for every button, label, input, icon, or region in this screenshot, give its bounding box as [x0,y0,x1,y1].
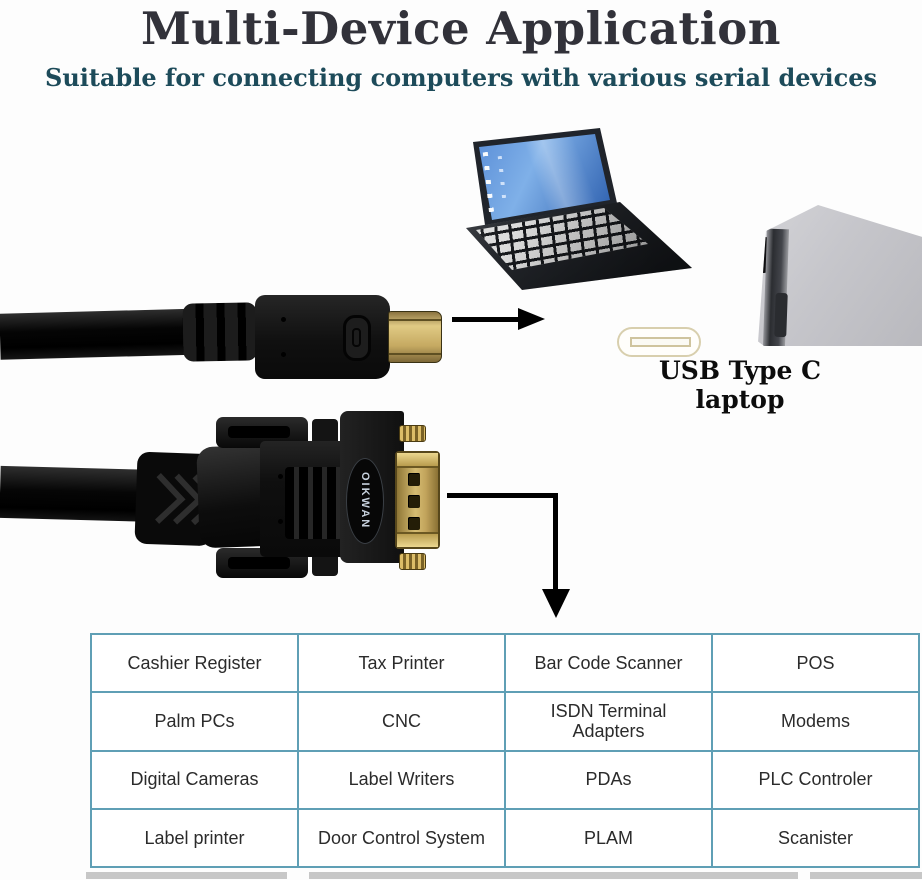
plug-rim [397,453,438,468]
table-cell: Bar Code Scanner [506,635,711,692]
table-cell: Tax Printer [299,635,504,692]
table-cell: Scanister [713,809,918,866]
page-title: Multi-Device Application [141,2,781,55]
table-cell: Label Writers [299,751,504,808]
db9-pin [408,495,420,508]
mold-dot [281,317,286,322]
cropped-strip [309,872,798,879]
table-cell: Cashier Register [92,635,297,692]
page-subtitle: Suitable for connecting computers with v… [44,63,878,92]
cropped-strip [86,872,287,879]
table-cell: Door Control System [299,809,504,866]
grip-ribs [285,467,343,539]
side-port-slot [774,292,788,338]
table-cell: PDAs [506,751,711,808]
usb-c-logo-slot [352,328,361,347]
mold-dot [278,474,283,479]
thumbscrew [399,425,426,442]
table-cell: ISDN Terminal Adapters [506,693,711,750]
mold-dot [281,352,286,357]
table-cell: Label printer [92,809,297,866]
db9-pin [408,473,420,486]
cropped-strip [810,872,922,879]
table-cell: CNC [299,693,504,750]
usb-c-connector-housing [255,295,390,379]
usb-c-gold-tip [388,311,442,363]
device-table: Cashier Register Tax Printer Bar Code Sc… [90,633,920,868]
usb-c-port-icon [617,327,701,357]
mold-dot [278,519,283,524]
tip-seam [389,353,441,355]
table-cell: Modems [713,693,918,750]
usb-type-c-laptop-label: USB Type C laptop [658,356,822,414]
plug-rim [397,532,438,547]
cable [0,308,213,360]
brand-label: OIKWAN [359,472,371,530]
arrow-head [518,308,545,330]
table-cell: Digital Cameras [92,751,297,808]
arrow-shaft [553,493,558,591]
arrow-shaft [452,317,522,322]
connector-grip [260,441,346,557]
table-cell: Palm PCs [92,693,297,750]
usbc-laptop-corner-photo [753,197,922,346]
tip-seam [389,319,441,321]
laptop-corner-body [758,205,922,346]
barrel-slot [228,426,290,438]
barrel-slot [228,557,290,569]
arrow-shaft [447,493,557,498]
table-cell: PLC Controler [713,751,918,808]
strain-relief [182,302,258,362]
usb-c-logo-emboss [343,315,371,361]
table-cell: PLAM [506,809,711,866]
arrow-head [542,589,570,618]
thumbscrew [399,553,426,570]
db9-pin [408,517,420,530]
table-cell: POS [713,635,918,692]
laptop-photo [452,118,702,318]
brand-badge: OIKWAN [346,458,384,544]
usb-c-port-slot [630,337,691,347]
db9-gold-plug [395,451,440,549]
